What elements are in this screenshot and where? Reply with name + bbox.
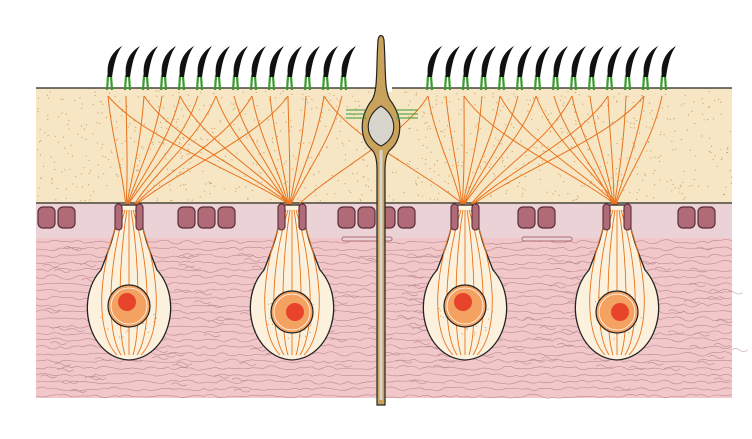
- hair-clusters: [105, 46, 676, 92]
- hair: [625, 46, 640, 77]
- hair: [481, 46, 496, 77]
- hair: [251, 46, 266, 77]
- hair: [125, 46, 140, 77]
- cup-nucleolus: [286, 303, 304, 321]
- cup-nucleus-ring: [273, 293, 311, 331]
- hair-cluster-right: [425, 46, 676, 91]
- hair: [161, 46, 176, 77]
- hair: [269, 46, 284, 77]
- hair: [445, 46, 460, 77]
- hair: [463, 46, 478, 77]
- sensory-cup: [422, 203, 508, 361]
- sensory-cup: [86, 203, 172, 361]
- hair: [233, 46, 248, 77]
- hair: [143, 46, 158, 77]
- cup-nucleus-ring: [446, 287, 484, 325]
- cup-nucleolus: [118, 293, 136, 311]
- hair: [535, 46, 550, 77]
- cup-nucleolus: [454, 293, 472, 311]
- hair: [179, 46, 194, 77]
- hair: [215, 46, 230, 77]
- hair: [323, 46, 338, 77]
- hair: [107, 46, 122, 77]
- hair: [341, 46, 356, 77]
- hair: [589, 46, 604, 77]
- sensory-cup: [249, 203, 335, 361]
- hair: [571, 46, 586, 77]
- hair: [643, 46, 658, 77]
- hair: [499, 46, 514, 77]
- cup-pore-posts: [450, 203, 480, 231]
- sensory-cup: [574, 203, 660, 361]
- hair: [517, 46, 532, 77]
- cup-fibers: [264, 209, 320, 356]
- hair: [607, 46, 622, 77]
- neuron-body: [367, 105, 395, 147]
- cup-nucleolus: [611, 303, 629, 321]
- hair: [305, 46, 320, 77]
- hair: [427, 46, 442, 77]
- hair: [553, 46, 568, 77]
- hair: [287, 46, 302, 77]
- center-neuron: [346, 34, 418, 406]
- cup-nucleus-ring: [110, 287, 148, 325]
- nerve-fibers: [107, 95, 663, 209]
- cup-pore-posts: [114, 203, 144, 231]
- sensory-cups: [86, 203, 660, 361]
- hair-cluster-left: [105, 46, 356, 91]
- cup-nucleus-ring: [598, 293, 636, 331]
- neuron-filaments: [346, 109, 418, 119]
- hair: [197, 46, 212, 77]
- cell-row-cells: [37, 206, 716, 229]
- cup-pore-posts: [602, 203, 632, 231]
- cup-pore-posts: [277, 203, 307, 231]
- hair: [661, 46, 676, 77]
